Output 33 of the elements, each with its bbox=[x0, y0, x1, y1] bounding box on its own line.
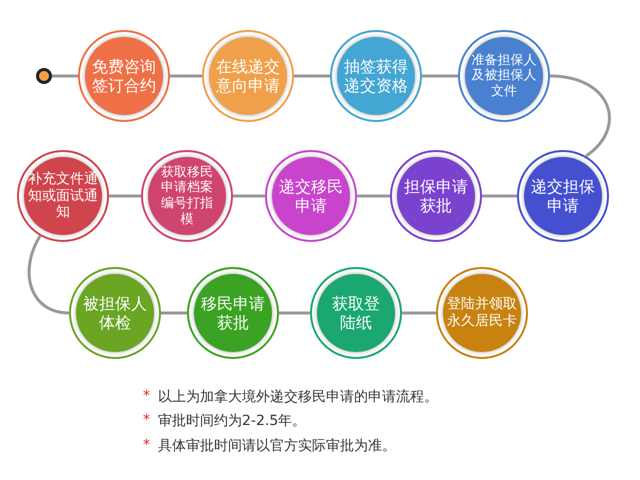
note-text: 以上为加拿大境外递交移民申请的申请流程。 bbox=[158, 388, 438, 406]
connector-line bbox=[550, 74, 611, 158]
connector-line bbox=[233, 194, 265, 198]
step-label: 免费咨询签订合约 bbox=[92, 56, 156, 96]
step-label: 被担保人体检 bbox=[83, 294, 147, 332]
connector-line bbox=[170, 74, 202, 78]
step-label: 递交担保申请 bbox=[531, 176, 595, 216]
connector-line bbox=[357, 194, 390, 198]
note-text: 审批时间约为2-2.5年。 bbox=[158, 412, 306, 430]
bullet-asterisk: * bbox=[143, 388, 150, 404]
step-label: 登陆并领取永久居民卡 bbox=[447, 296, 517, 330]
connector-line bbox=[279, 312, 310, 314]
connector-line bbox=[161, 312, 187, 314]
step-label: 获取移民申请档案编号打指模 bbox=[161, 164, 213, 228]
connector-line bbox=[109, 194, 141, 198]
connector-line bbox=[422, 74, 458, 78]
connector-line bbox=[402, 312, 436, 314]
step-label: 补充文件通知或面试通知 bbox=[28, 170, 98, 222]
step-label: 抽签获得递交资格 bbox=[344, 56, 408, 96]
step-label: 移民申请获批 bbox=[201, 294, 265, 332]
start-dot bbox=[36, 68, 52, 84]
connector-line bbox=[52, 74, 78, 78]
bullet-asterisk: * bbox=[143, 412, 150, 428]
connector-line bbox=[294, 74, 330, 78]
bullet-asterisk: * bbox=[143, 437, 150, 453]
step-label: 在线递交意向申请 bbox=[216, 56, 280, 96]
connector-line bbox=[28, 235, 70, 314]
step-label: 递交移民申请 bbox=[279, 176, 343, 216]
connector-line bbox=[482, 194, 517, 198]
step-label: 准备担保人及被担保人文件 bbox=[472, 52, 536, 100]
step-label: 获取登陆纸 bbox=[332, 294, 380, 332]
note-text: 具体审批时间请以官方实际审批为准。 bbox=[158, 437, 396, 455]
step-label: 担保申请获批 bbox=[404, 176, 468, 216]
